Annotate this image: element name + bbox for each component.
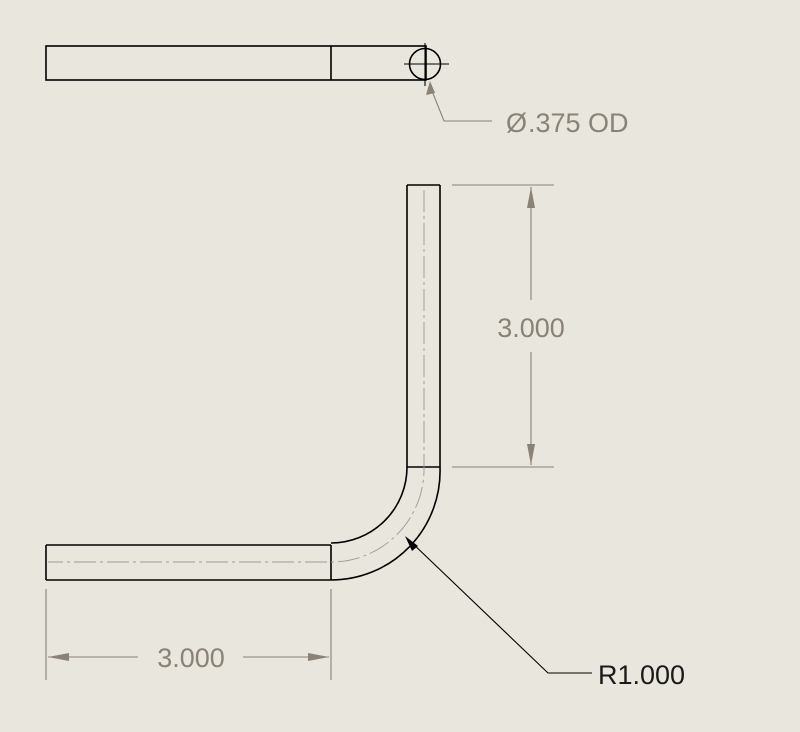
diameter-leader-arrow [426, 81, 435, 95]
vertical-dim-text[interactable]: 3.000 [497, 313, 565, 343]
bend-inner-arc[interactable] [330, 466, 408, 544]
bend-outer-arc[interactable] [330, 466, 441, 581]
horizontal-dimension: 3.000 [45, 589, 332, 680]
tube-centerline [48, 190, 425, 563]
diameter-symbol: Ø [506, 108, 527, 138]
diameter-leader-line [429, 85, 492, 122]
radius-callout-text[interactable]: R1.000 [598, 660, 685, 690]
horizontal-dim-arrow-right [308, 653, 329, 661]
front-view [45, 184, 441, 581]
horizontal-dim-text[interactable]: 3.000 [157, 643, 225, 673]
horizontal-dim-arrow-left [48, 653, 69, 661]
vertical-dim-arrow-bottom [527, 444, 535, 465]
radius-callout: R1.000 [405, 536, 685, 690]
radius-leader-line [408, 539, 592, 674]
radius-leader-arrow [405, 536, 418, 551]
vertical-dim-arrow-top [527, 187, 535, 208]
center-mark [404, 43, 449, 86]
top-view: Ø .375 OD [45, 43, 629, 138]
diameter-leader [426, 81, 492, 122]
top-view-tube[interactable] [45, 45, 427, 81]
diameter-callout-text[interactable]: .375 OD [528, 108, 629, 138]
vertical-dimension: 3.000 [452, 184, 565, 468]
